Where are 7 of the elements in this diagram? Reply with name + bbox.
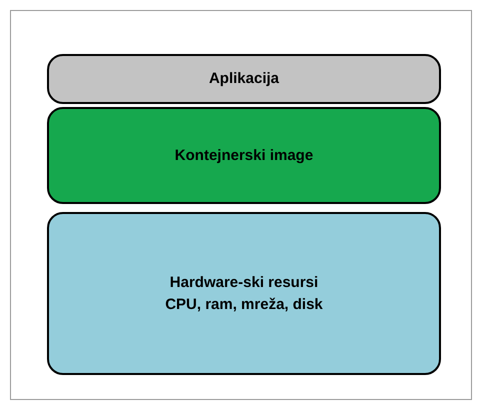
layer-label: CPU, ram, mreža, disk	[165, 294, 323, 314]
hardware-layer	[47, 212, 441, 375]
layer-label: Aplikacija	[208, 69, 280, 89]
layer-label: Kontejnerski image	[174, 146, 314, 166]
container-image-layer	[47, 107, 441, 204]
layer-label: Hardware-ski resursi	[170, 272, 318, 292]
application-layer	[47, 54, 441, 104]
